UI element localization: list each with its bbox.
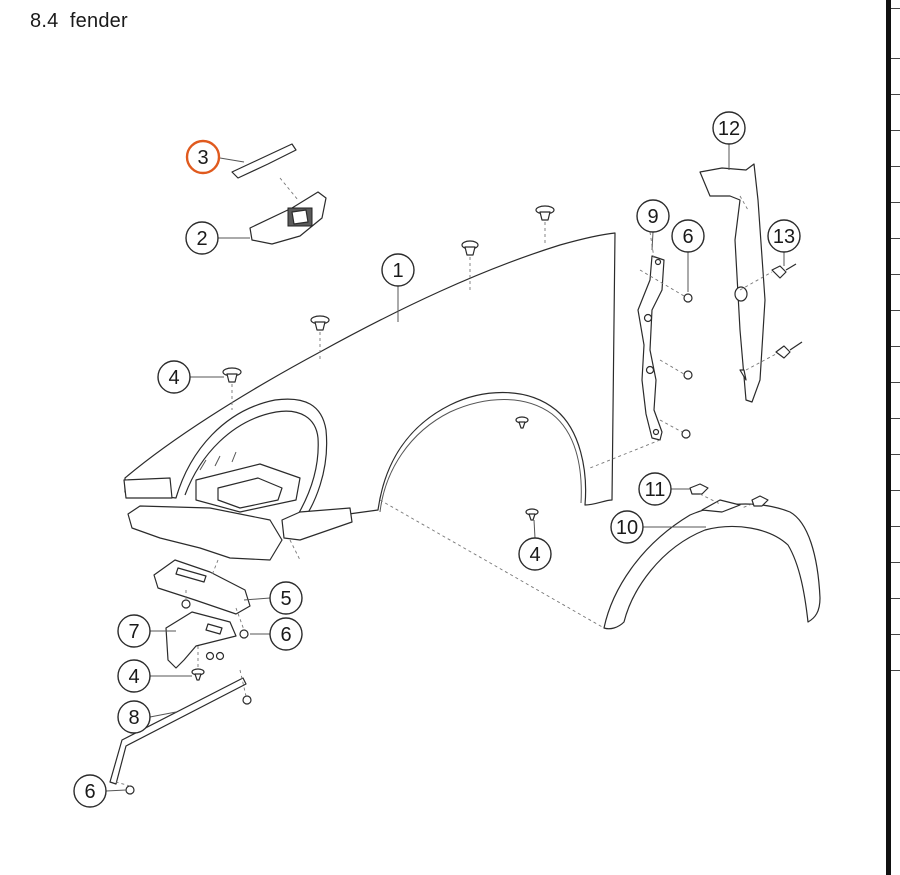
callout-2[interactable]: 2 [185,221,219,255]
section-number: 8.4 [30,10,59,32]
callout-8[interactable]: 8 [117,700,151,734]
support-bracket[interactable] [165,611,237,669]
screw-13-lower[interactable] [775,341,803,359]
callout-label: 8 [128,707,139,729]
section-title: fender [69,10,128,32]
rail-tick [891,166,900,167]
nut-strip-2[interactable] [683,370,693,380]
callout-5[interactable]: 5 [269,581,303,615]
rail-tick [891,130,900,131]
callout-6-strip[interactable]: 6 [671,219,705,253]
callout-1[interactable]: 1 [381,253,415,287]
callout-label: 10 [616,517,638,539]
rail-tick [891,526,900,527]
rail-tick [891,382,900,383]
callout-label: 9 [647,206,658,228]
callout-10[interactable]: 10 [610,510,644,544]
rail-tick [891,454,900,455]
callout-13[interactable]: 13 [767,219,801,253]
leader-lines [105,144,785,792]
rail-tick [891,58,900,59]
rail-tick [891,8,900,9]
rail-tick [891,94,900,95]
push-pin-top-right[interactable] [535,205,555,221]
push-pin-left[interactable] [222,367,242,383]
nut-bracket-6[interactable] [239,629,249,639]
callout-label: 6 [280,624,291,646]
callout-label: 4 [168,367,179,389]
a-pillar-trim[interactable] [699,163,766,403]
callout-4-left[interactable]: 4 [157,360,191,394]
upper-bracket[interactable] [249,191,327,245]
clip-11-b[interactable] [751,495,769,507]
wheel-arch-trim[interactable] [603,499,821,630]
rail-tick [891,238,900,239]
push-pin-arch-lower[interactable] [525,508,539,521]
mounting-bracket-strip[interactable] [637,255,665,441]
clip-11-a[interactable] [689,483,709,495]
right-margin-rail [886,0,900,875]
push-pin-left-mid[interactable] [310,315,330,331]
rail-tick [891,598,900,599]
callout-label: 4 [529,544,540,566]
page-title: 8.4 fender [30,10,128,33]
callout-label: 6 [84,781,95,803]
callout-6-bracket[interactable]: 6 [269,617,303,651]
rail-tick [891,202,900,203]
rail-tick [891,274,900,275]
callout-4-arch[interactable]: 4 [518,537,552,571]
nut-bracket-7b[interactable] [215,651,225,661]
callout-6-rod[interactable]: 6 [73,774,107,808]
rail-tick [891,418,900,419]
callout-12[interactable]: 12 [712,111,746,145]
callout-11[interactable]: 11 [638,472,672,506]
callout-label: 2 [196,228,207,250]
callout-4-bracket[interactable]: 4 [117,659,151,693]
callout-label: 3 [197,147,208,169]
callout-label: 13 [773,226,795,248]
callout-label: 6 [682,226,693,248]
nut-strip-3[interactable] [681,429,691,439]
rail-tick [891,634,900,635]
nut-rod-top[interactable] [242,695,252,705]
callout-label: 7 [128,621,139,643]
callout-7[interactable]: 7 [117,614,151,648]
callout-label: 1 [392,260,403,282]
nut-rod-bottom[interactable] [125,785,135,795]
callout-9[interactable]: 9 [636,199,670,233]
seal-strip[interactable] [231,143,297,179]
push-pin-arch[interactable] [515,416,529,429]
callout-label: 11 [645,479,666,501]
push-pin-bracket[interactable] [191,668,205,681]
nut-bracket-7a[interactable] [205,651,215,661]
callout-label: 5 [280,588,291,610]
rail-line [886,0,891,875]
callout-label: 4 [128,666,139,688]
nut-strip-1[interactable] [683,293,693,303]
rail-tick [891,670,900,671]
rail-tick [891,310,900,311]
rail-tick [891,562,900,563]
push-pin-top-mid[interactable] [461,240,479,256]
callout-label: 12 [718,118,740,140]
rail-tick [891,490,900,491]
fender-panel[interactable] [123,232,616,561]
rail-tick [891,346,900,347]
callout-3-highlighted[interactable]: 3 [185,139,221,175]
nut-bracket-5[interactable] [181,599,191,609]
assembly-lines [115,177,777,787]
lower-bracket[interactable] [153,559,251,615]
screw-13-upper[interactable] [771,263,797,279]
stay-rod[interactable] [109,677,247,785]
